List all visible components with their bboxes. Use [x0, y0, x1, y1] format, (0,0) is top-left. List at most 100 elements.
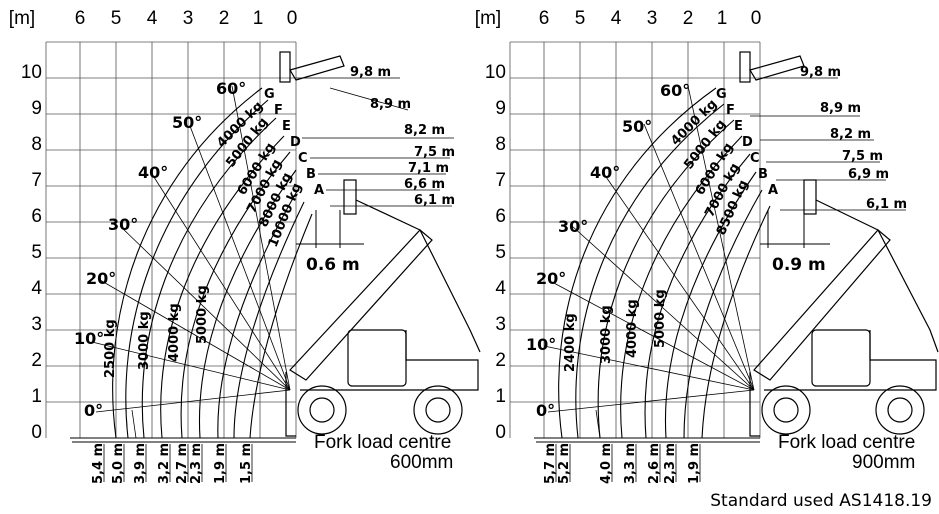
y-tick: 1: [495, 386, 506, 407]
reach-label: 5,2 m: [557, 443, 572, 484]
offset-dimension: [760, 210, 830, 248]
x-tick: 5: [111, 8, 122, 29]
standard-label: Standard used AS1418.19: [710, 491, 932, 511]
offset-label: 0.6 m: [306, 255, 360, 275]
height-label: 8,9 m: [370, 97, 411, 112]
height-label: 6,1 m: [866, 197, 907, 212]
load-chart-900mm: [m] 6 5 4 3 2 1 0 0 1 2 3 4 5 6 7 8 9 10: [475, 8, 939, 484]
reach-label: 2,3 m: [189, 443, 204, 484]
x-tick: 2: [219, 8, 230, 29]
reach-labels: 5,4 m 5,0 m 3,9 m 3,2 m 2,7 m 2,3 m 1,9 …: [91, 443, 254, 484]
vertical-load: 5000 kg: [653, 289, 668, 348]
zone-letter: G: [716, 87, 727, 102]
reach-label: 1,9 m: [687, 443, 702, 484]
height-label: 7,5 m: [842, 149, 883, 164]
x-tick: 0: [287, 8, 298, 29]
angle-label: 50°: [172, 113, 202, 132]
y-tick: 6: [31, 206, 42, 227]
zone-letter: G: [264, 87, 275, 102]
height-label: 8,2 m: [404, 123, 445, 138]
vertical-load: 4000 kg: [167, 303, 182, 362]
y-tick: 2: [31, 350, 42, 371]
y-tick: 4: [31, 278, 42, 299]
grid: [509, 41, 761, 438]
height-label: 9,8 m: [350, 65, 391, 80]
y-tick: 7: [31, 170, 42, 191]
vertical-load-labels: 2400 kg 3000 kg 4000 kg 5000 kg: [563, 289, 668, 372]
y-tick: 8: [31, 134, 42, 155]
telehandler-illustration: [279, 51, 481, 437]
height-label: 9,8 m: [800, 65, 841, 80]
x-tick: 5: [575, 8, 586, 29]
reach-label: 2,7 m: [175, 443, 190, 484]
reach-leaders: [103, 444, 253, 482]
y-tick: 8: [495, 134, 506, 155]
offset-label: 0.9 m: [772, 255, 826, 275]
y-tick: 9: [31, 98, 42, 119]
y-tick: 1: [31, 386, 42, 407]
vertical-load: 3000 kg: [137, 311, 152, 370]
unit-label: [m]: [9, 8, 35, 29]
reach-label: 5,7 m: [543, 443, 558, 484]
angle-label: 0°: [536, 401, 555, 420]
reach-label: 4,0 m: [599, 443, 614, 484]
x-tick: 3: [647, 8, 658, 29]
load-arcs: [558, 87, 771, 439]
x-tick: 2: [683, 8, 694, 29]
angle-label: 40°: [138, 163, 168, 182]
angle-rays: [543, 85, 755, 439]
y-tick: 10: [485, 62, 506, 83]
y-axis-ticks: 0 1 2 3 4 5 6 7 8 9 10: [21, 62, 43, 443]
zone-letter: D: [742, 135, 753, 150]
vertical-load: 2400 kg: [563, 313, 578, 372]
angle-label: 60°: [216, 79, 246, 98]
height-labels: 6,1 m 6,9 m 7,5 m 8,2 m 8,9 m 9,8 m: [800, 65, 907, 212]
x-axis-ticks: [m] 6 5 4 3 2 1 0: [9, 8, 297, 29]
x-tick: 1: [253, 8, 264, 29]
reach-label: 3,3 m: [623, 443, 638, 484]
zone-letter: B: [306, 167, 316, 182]
height-leaders: [750, 77, 906, 211]
zone-letters: A B C D E F G: [264, 87, 324, 198]
y-tick: 0: [495, 422, 506, 443]
angle-label: 50°: [622, 117, 652, 136]
x-tick: 1: [717, 8, 728, 29]
zone-letter: B: [758, 167, 768, 182]
x-tick: 4: [147, 8, 158, 29]
arc-load-labels: 4000 kg 5000 kg 6000 kg 7000 kg 8500 kg: [668, 97, 751, 238]
reach-label: 3,9 m: [133, 443, 148, 484]
grid: [45, 41, 297, 438]
vertical-load-labels: 2500 kg 3000 kg 4000 kg 5000 kg: [103, 285, 210, 378]
y-tick: 9: [495, 98, 506, 119]
height-labels: 6,1 m 6,6 m 7,1 m 7,5 m 8,2 m 8,9 m 9,8 …: [350, 65, 455, 208]
height-label: 6,6 m: [404, 177, 445, 192]
angle-label: 10°: [74, 329, 104, 348]
zone-letter: F: [274, 103, 283, 118]
y-tick: 4: [495, 278, 506, 299]
y-tick: 5: [31, 242, 42, 263]
height-label: 7,5 m: [414, 145, 455, 160]
zone-letter: C: [298, 151, 308, 166]
vertical-load: 2500 kg: [103, 319, 118, 378]
fork-load-label: Fork load centre: [314, 432, 451, 453]
y-tick: 3: [31, 314, 42, 335]
reach-label: 5,0 m: [111, 443, 126, 484]
height-leaders: [296, 77, 454, 207]
reach-label: 5,4 m: [91, 443, 106, 484]
y-tick: 10: [21, 62, 42, 83]
angle-label: 20°: [86, 269, 116, 288]
angle-rays: [91, 85, 291, 439]
reach-label: 1,5 m: [239, 443, 254, 484]
load-chart-600mm: [m] 6 5 4 3 2 1 0 0 1 2 3 4 5 6 7 8 9 10: [9, 8, 481, 484]
y-tick: 3: [495, 314, 506, 335]
height-label: 7,1 m: [408, 161, 449, 176]
angle-label: 0°: [84, 401, 103, 420]
ground: [70, 437, 296, 443]
x-tick: 4: [611, 8, 622, 29]
x-tick: 3: [183, 8, 194, 29]
fork-load-value: 600mm: [390, 452, 453, 473]
zone-letter: A: [314, 183, 324, 198]
telehandler-illustration: [739, 51, 939, 437]
zone-letters: A B C D E F G: [716, 87, 778, 198]
